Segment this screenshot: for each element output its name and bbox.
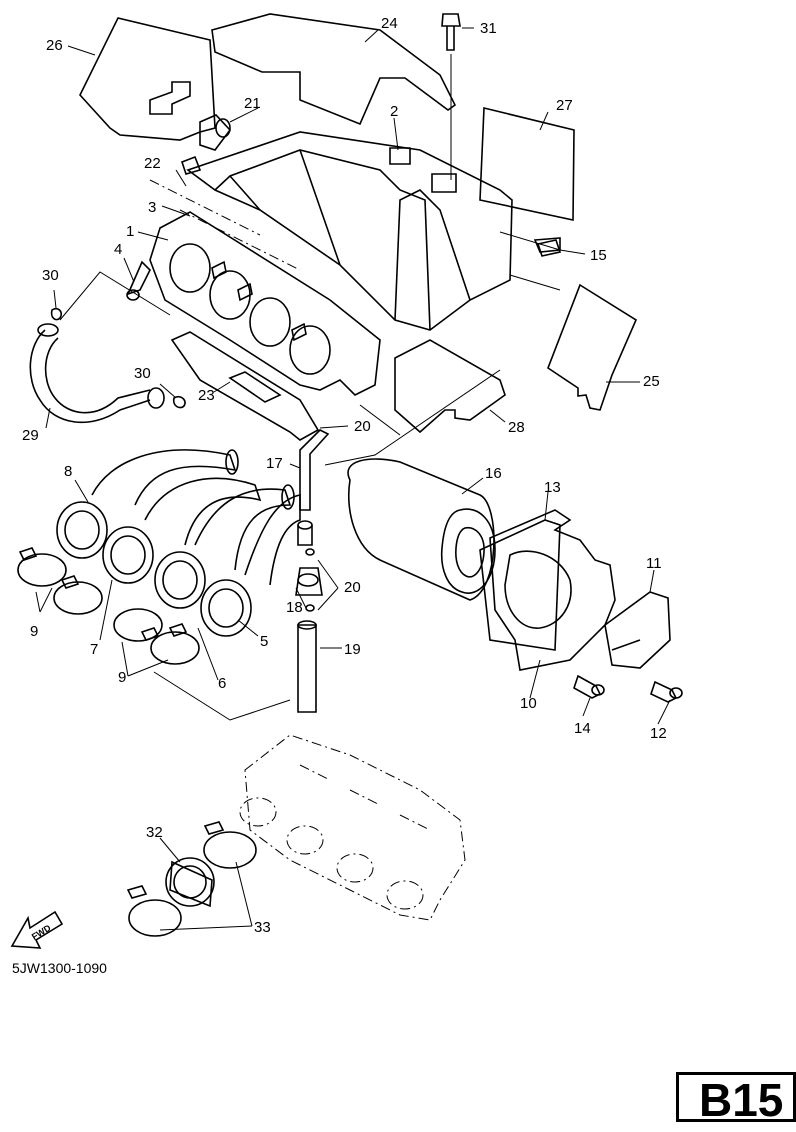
exploded-parts-diagram: FWD — [10, 13, 683, 949]
callout-labels: 26 24 31 21 2 27 22 3 1 4 15 30 30 25 23… — [22, 15, 667, 936]
callout-9-left: 9 — [30, 623, 38, 640]
top-cover — [211, 13, 457, 126]
callout-26: 26 — [46, 37, 63, 54]
callout-23: 23 — [198, 387, 215, 404]
callout-21: 21 — [244, 95, 261, 112]
panel-28 — [394, 339, 506, 434]
screws-12-14 — [573, 674, 683, 703]
callout-15: 15 — [590, 247, 607, 264]
drawing-code: 5JW1300-1090 — [12, 960, 107, 976]
callout-10: 10 — [520, 695, 537, 712]
joint-32-clamps-33 — [126, 821, 257, 937]
throttle-body-phantom — [239, 734, 466, 921]
assembly-lines — [59, 231, 561, 721]
bolt-31 — [441, 13, 461, 180]
bolt-4 — [126, 260, 151, 301]
callout-32: 32 — [146, 824, 163, 841]
gasket-23 — [170, 331, 320, 441]
callout-31: 31 — [480, 20, 497, 37]
callout-9-bottom: 9 — [118, 669, 126, 686]
callout-30-mid: 30 — [134, 365, 151, 382]
breather-tubes — [295, 429, 330, 713]
callout-25: 25 — [643, 373, 660, 390]
hose-29 — [29, 323, 165, 424]
callout-3: 3 — [148, 199, 156, 216]
clips-30 — [50, 307, 186, 409]
page-reference: B15 — [699, 1074, 784, 1126]
callout-27: 27 — [556, 97, 573, 114]
intake-boots — [56, 449, 301, 637]
callout-33: 33 — [254, 919, 271, 936]
filter-cover — [479, 509, 616, 671]
end-cap-11 — [604, 591, 671, 669]
clamps-9 — [17, 547, 200, 665]
callout-7: 7 — [90, 641, 98, 658]
callout-14: 14 — [574, 720, 591, 737]
callout-30-top: 30 — [42, 267, 59, 284]
callout-11: 11 — [646, 555, 662, 572]
panel-25 — [547, 283, 638, 411]
callout-18: 18 — [286, 599, 303, 616]
callout-24: 24 — [381, 15, 398, 32]
callout-28: 28 — [508, 419, 525, 436]
callout-20-top: 20 — [354, 418, 371, 435]
connector-21-22 — [175, 114, 232, 187]
page-reference-box: B15 — [676, 1072, 796, 1126]
callout-29: 29 — [22, 427, 39, 444]
air-box-plate — [149, 179, 381, 396]
callout-12: 12 — [650, 725, 667, 742]
callout-6: 6 — [218, 675, 226, 692]
callout-5: 5 — [260, 633, 268, 650]
fwd-arrow-icon: FWD — [10, 910, 64, 949]
callout-16: 16 — [485, 465, 502, 482]
callout-2: 2 — [390, 103, 398, 120]
clip-15 — [536, 239, 586, 257]
callout-19: 19 — [344, 641, 361, 658]
callout-4: 4 — [114, 241, 122, 258]
callout-17: 17 — [266, 455, 283, 472]
side-cover-panel — [79, 17, 216, 141]
air-filter-element — [347, 458, 496, 601]
callout-20-mid: 20 — [344, 579, 361, 596]
callout-8: 8 — [64, 463, 72, 480]
callout-13: 13 — [544, 479, 561, 496]
callout-1: 1 — [126, 223, 134, 240]
callout-22: 22 — [144, 155, 161, 172]
leader-lines — [35, 27, 671, 931]
air-box-body — [186, 131, 561, 331]
filter-panel-27 — [479, 106, 575, 221]
